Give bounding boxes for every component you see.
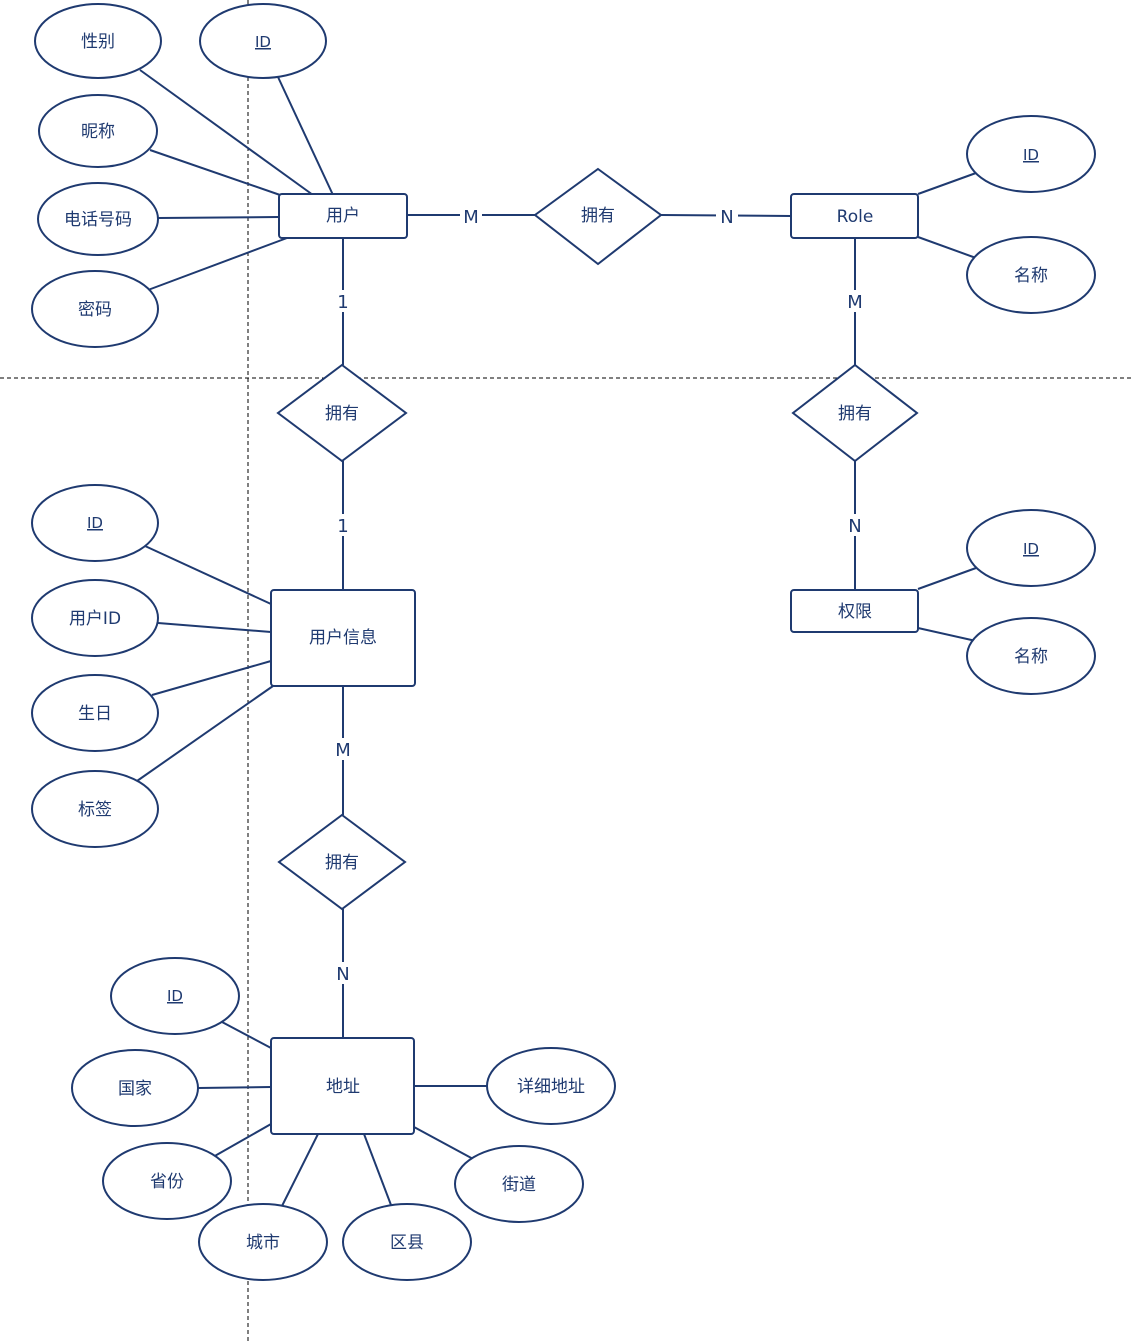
link-permission-id (917, 567, 977, 590)
cardinality-userinfo-address-n: N (336, 964, 349, 985)
cardinality-user-role-n: N (720, 207, 733, 228)
attribute-user-phone: 电话号码 (37, 182, 159, 256)
attribute-userinfo-id: ID (31, 484, 159, 562)
svg-text:ID: ID (255, 33, 271, 51)
svg-text:拥有: 拥有 (325, 853, 359, 873)
link-user-nickname (149, 149, 284, 197)
svg-text:区县: 区县 (390, 1233, 424, 1253)
svg-text:详细地址: 详细地址 (517, 1077, 585, 1097)
attribute-user-gender: 性别 (34, 3, 162, 79)
relationship-userinfo-address: 拥有 (277, 813, 407, 911)
attribute-address-street: 街道 (454, 1145, 584, 1223)
cardinality-labels: M N 1 1 M N M N (332, 205, 866, 985)
svg-text:ID: ID (167, 987, 183, 1005)
link-address-street (413, 1126, 476, 1161)
attribute-user-password: 密码 (31, 270, 159, 348)
link-userinfo-id (144, 545, 272, 605)
attribute-address-id: ID (110, 957, 240, 1035)
attribute-permission-name: 名称 (966, 617, 1096, 695)
svg-text:标签: 标签 (78, 800, 112, 820)
svg-text:拥有: 拥有 (838, 404, 872, 424)
svg-text:Role: Role (837, 207, 874, 227)
attribute-user-nickname: 昵称 (38, 94, 158, 168)
attribute-userinfo-tags: 标签 (31, 770, 159, 848)
cardinality-user-userinfo-top: 1 (337, 292, 348, 313)
attribute-role-id: ID (966, 115, 1096, 193)
link-user-gender (139, 69, 314, 196)
relationship-user-userinfo: 拥有 (276, 363, 408, 463)
attribute-address-detail: 详细地址 (486, 1047, 616, 1125)
link-user-phone (157, 216, 280, 219)
svg-text:用户信息: 用户信息 (309, 628, 377, 648)
relationship-user-role: 拥有 (533, 167, 663, 266)
attribute-address-country: 国家 (71, 1049, 199, 1127)
cardinality-role-permission-m: M (847, 292, 863, 313)
link-role-id (917, 172, 977, 195)
entity-role: Role (790, 193, 919, 239)
svg-text:拥有: 拥有 (325, 404, 359, 424)
svg-text:电话号码: 电话号码 (64, 210, 132, 230)
link-address-id (221, 1021, 272, 1049)
svg-text:权限: 权限 (838, 602, 872, 622)
entity-address: 地址 (270, 1037, 415, 1135)
svg-text:地址: 地址 (326, 1077, 360, 1097)
svg-text:国家: 国家 (118, 1079, 152, 1099)
svg-text:拥有: 拥有 (581, 206, 615, 226)
relationship-role-permission: 拥有 (791, 363, 919, 463)
link-userinfo-tags (136, 685, 274, 782)
svg-text:名称: 名称 (1014, 266, 1048, 286)
cardinality-userinfo-address-m: M (335, 740, 351, 761)
svg-text:生日: 生日 (78, 704, 112, 724)
svg-text:性别: 性别 (81, 32, 115, 52)
link-user-id (277, 76, 334, 196)
svg-text:密码: 密码 (78, 300, 112, 320)
link-address-country (197, 1086, 272, 1089)
attribute-userinfo-birthday: 生日 (31, 674, 159, 752)
svg-text:用户ID: 用户ID (69, 609, 121, 629)
svg-text:省份: 省份 (150, 1172, 184, 1192)
svg-text:昵称: 昵称 (81, 122, 115, 142)
attribute-address-city: 城市 (198, 1203, 328, 1281)
link-userinfo-userid (157, 622, 272, 633)
cardinality-user-role-m: M (463, 207, 479, 228)
attribute-address-district: 区县 (342, 1203, 472, 1281)
entity-user: 用户 (278, 193, 408, 239)
link-address-district (363, 1133, 392, 1206)
entity-permission: 权限 (790, 589, 919, 633)
cardinality-role-permission-n: N (848, 516, 861, 537)
link-permission-name (917, 627, 977, 642)
svg-text:名称: 名称 (1014, 647, 1048, 667)
svg-text:ID: ID (87, 514, 103, 532)
link-role-name (917, 236, 977, 259)
attribute-permission-id: ID (966, 509, 1096, 587)
link-user-password (147, 237, 288, 291)
link-address-province (212, 1123, 272, 1158)
attribute-user-id: ID (199, 3, 327, 79)
link-userinfo-birthday (151, 660, 272, 696)
entity-user-info: 用户信息 (270, 589, 416, 687)
attribute-address-province: 省份 (102, 1142, 232, 1220)
svg-text:ID: ID (1023, 540, 1039, 558)
link-address-city (281, 1133, 319, 1207)
svg-text:ID: ID (1023, 146, 1039, 164)
attribute-role-name: 名称 (966, 236, 1096, 314)
svg-text:城市: 城市 (246, 1233, 280, 1253)
svg-text:用户: 用户 (326, 206, 360, 226)
attribute-userinfo-userid: 用户ID (31, 579, 159, 657)
cardinality-user-userinfo-bottom: 1 (337, 516, 348, 537)
connectors (136, 69, 977, 1207)
svg-text:街道: 街道 (502, 1175, 536, 1195)
